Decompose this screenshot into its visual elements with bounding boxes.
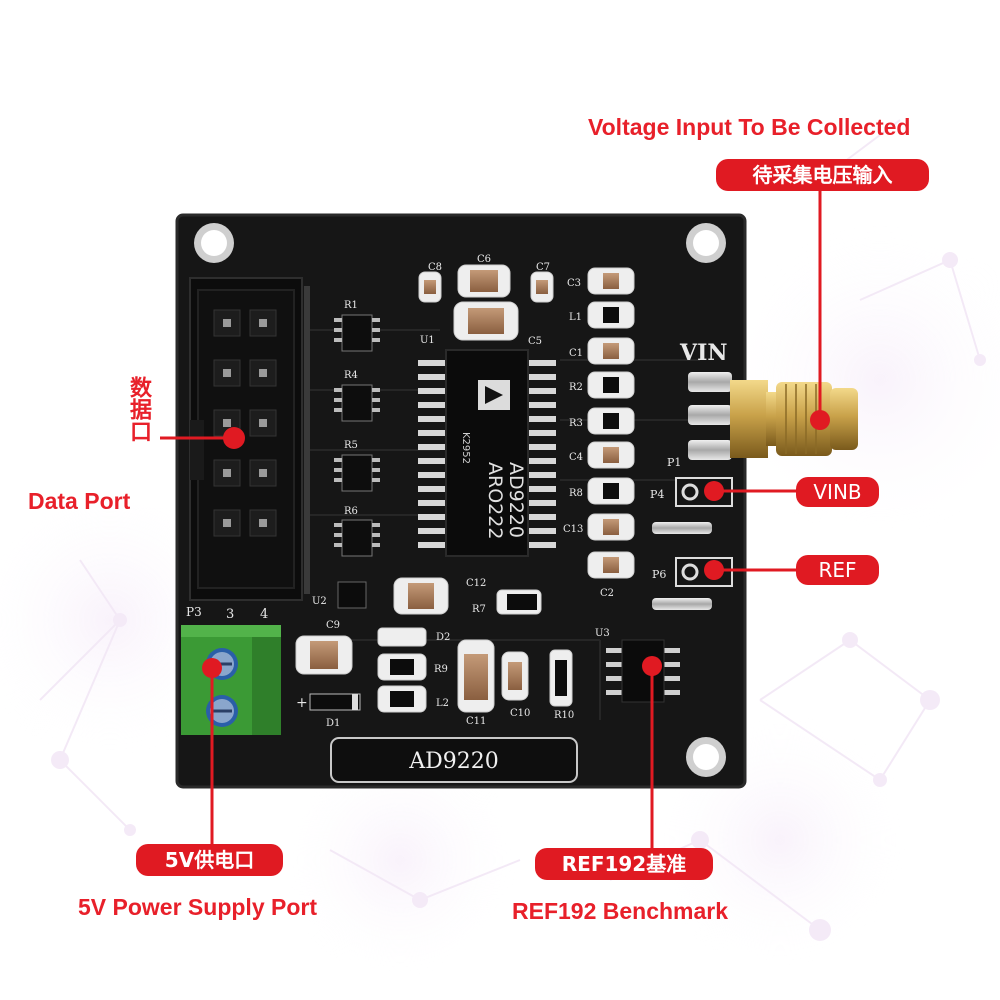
power-port-caption: 5V Power Supply Port [78, 894, 317, 920]
r2-label: R2 [569, 382, 583, 393]
power-port-tag: 5V供电口 [136, 844, 283, 876]
u2-label: U2 [312, 596, 327, 607]
d1-label: D1 [326, 718, 340, 729]
ref-tag: REF [796, 555, 879, 585]
pin3-label: 3 [226, 607, 234, 622]
c7-label: C7 [536, 262, 550, 273]
resistor-arrays [334, 314, 380, 557]
p4-label: P4 [650, 488, 664, 501]
c6-label: C6 [477, 254, 491, 265]
vin-label: VIN [679, 340, 727, 366]
leader-lines [160, 183, 822, 848]
u1-label: U1 [420, 335, 435, 346]
ad9220-chip [418, 349, 556, 557]
ref192-caption: REF192 Benchmark [512, 898, 729, 924]
l1-label: L1 [569, 312, 582, 323]
c4-label: C4 [569, 452, 583, 463]
name-plate [330, 737, 578, 783]
data-port-tag: 数据口 [126, 376, 151, 442]
c3-label: C3 [567, 278, 581, 289]
voltage-input-caption: Voltage Input To Be Collected [588, 114, 911, 140]
sma-connector [688, 372, 858, 460]
r9-label: R9 [434, 664, 448, 675]
r4-label: R4 [344, 370, 358, 381]
u3-label: U3 [595, 628, 610, 639]
r1-label: R1 [344, 300, 358, 311]
ref192-tag: REF192基准 [535, 848, 713, 880]
r5-label: R5 [344, 440, 358, 451]
l2-label: L2 [436, 698, 449, 709]
r8-label: R8 [569, 488, 583, 499]
d2-label: D2 [436, 632, 450, 643]
chip-code: K2952 [460, 432, 471, 464]
pin4-label: 4 [260, 607, 268, 622]
p6-label: P6 [652, 568, 666, 581]
p3-label: P3 [186, 605, 202, 619]
name-plate-text: AD9220 [408, 749, 499, 774]
c11-label: C11 [466, 716, 486, 727]
c1-label: C1 [569, 348, 583, 359]
c2-label: C2 [600, 588, 614, 599]
r3-label: R3 [569, 418, 583, 429]
marker-dots [202, 410, 830, 678]
chip-label-2: ARO222 [484, 462, 506, 539]
p1-label: P1 [667, 456, 681, 469]
c5-label: C5 [528, 336, 542, 347]
silkscreen-text: AD9220 ARO222 K2952 AD9220 VIN P1 P4 P6 … [186, 254, 727, 774]
voltage-input-tag: 待采集电压输入 [716, 159, 929, 191]
c8-label: C8 [428, 262, 442, 273]
vinb-tag: VINB [796, 477, 879, 507]
power-terminal-block [181, 625, 281, 735]
mounting-holes [194, 223, 726, 777]
c13-label: C13 [563, 524, 583, 535]
chip-label-1: AD9220 [505, 462, 527, 538]
data-port-caption: Data Port [28, 488, 131, 514]
r6-label: R6 [344, 506, 358, 517]
c10-label: C10 [510, 708, 530, 719]
c9-label: C9 [326, 620, 340, 631]
plus-label: + [296, 695, 308, 711]
r10-label: R10 [554, 710, 574, 721]
r7-label: R7 [472, 604, 486, 615]
c12-label: C12 [466, 578, 486, 589]
